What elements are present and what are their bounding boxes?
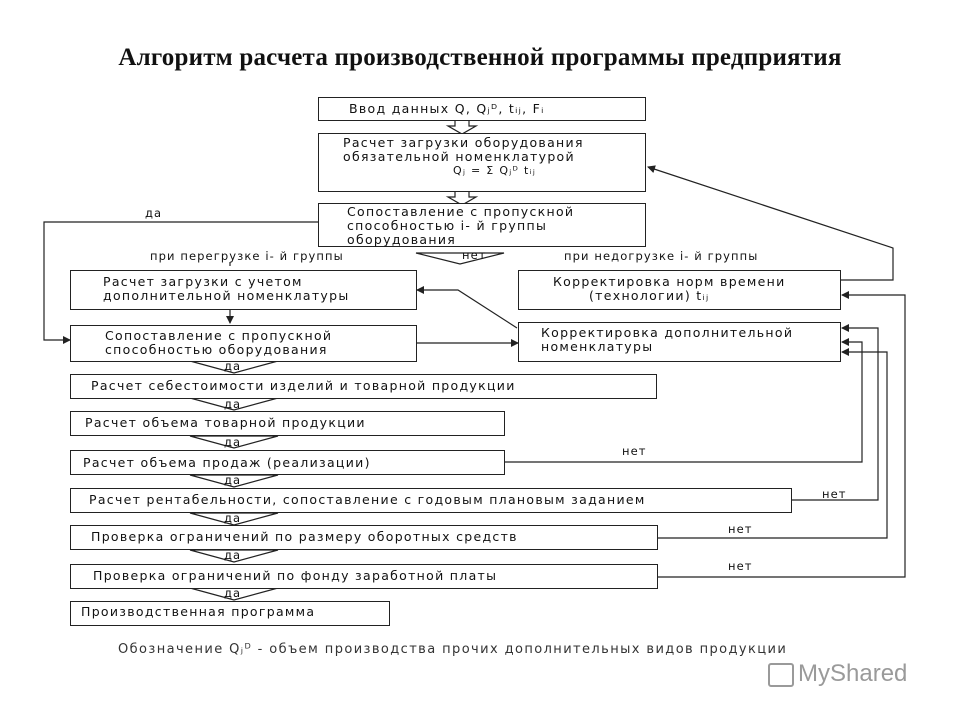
label-underload: при недогрузке i- й группы <box>564 249 759 263</box>
arrow-load-to-compare <box>445 190 479 206</box>
arrow-correct-to-load <box>416 286 518 329</box>
label-no-top: нет <box>462 248 487 262</box>
correct-norms-box: Корректировка норм времени (технологии) … <box>518 270 841 310</box>
arrow-yes-left <box>43 221 318 344</box>
label-yes-2: да <box>224 397 242 411</box>
legend-note: Обозначение Qⱼᴰ - объем производства про… <box>118 642 788 657</box>
label-yes-5: да <box>224 511 242 525</box>
label-no-wage: нет <box>728 559 753 573</box>
label-yes-3: да <box>224 435 242 449</box>
arrow-capital-no <box>658 348 888 539</box>
triangle-no-top <box>415 252 505 265</box>
label-yes-top: да <box>145 206 163 220</box>
page-title: Алгоритм расчета производственной програ… <box>118 44 842 71</box>
label-yes-1: да <box>224 359 242 373</box>
profitability-box: Расчет рентабельности, сопоставление с г… <box>70 488 792 513</box>
arrow-sales-no <box>505 338 863 463</box>
label-no-sales: нет <box>622 444 647 458</box>
input-box: Ввод данных Q, Qⱼᴰ, tᵢⱼ, Fᵢ <box>318 97 646 121</box>
correct-additional-box: Корректировка дополнительной номенклатур… <box>518 322 841 362</box>
wage-fund-box: Проверка ограничений по фонду заработной… <box>70 564 658 589</box>
label-overload: при перегрузке i- й группы <box>150 249 344 263</box>
arrow-norms-back <box>647 165 894 281</box>
label-yes-7: да <box>224 586 242 600</box>
watermark-logo: MyShared <box>768 660 907 688</box>
program-box: Производственная программа <box>70 601 390 626</box>
label-yes-6: да <box>224 548 242 562</box>
watermark-icon <box>768 662 794 687</box>
sales-box: Расчет объема продаж (реализации) <box>70 450 505 475</box>
load-mandatory-box: Расчет загрузки оборудования обязательно… <box>318 133 646 192</box>
label-no-capital: нет <box>728 522 753 536</box>
arrow-input-to-load <box>445 119 479 135</box>
compare-group-box: Сопоставление с пропускной способностью … <box>318 203 646 247</box>
working-capital-box: Проверка ограничений по размеру оборотны… <box>70 525 658 550</box>
load-additional-box: Расчет загрузки с учетом дополнительной … <box>70 270 417 310</box>
arrow-wage-no <box>658 291 906 578</box>
volume-box: Расчет объема товарной продукции <box>70 411 505 436</box>
label-no-profit: нет <box>822 487 847 501</box>
label-yes-4: да <box>224 473 242 487</box>
compare-equipment-box: Сопоставление с пропускной способностью … <box>70 325 417 362</box>
arrow-profit-no <box>792 324 879 501</box>
cost-box: Расчет себестоимости изделий и товарной … <box>70 374 657 399</box>
